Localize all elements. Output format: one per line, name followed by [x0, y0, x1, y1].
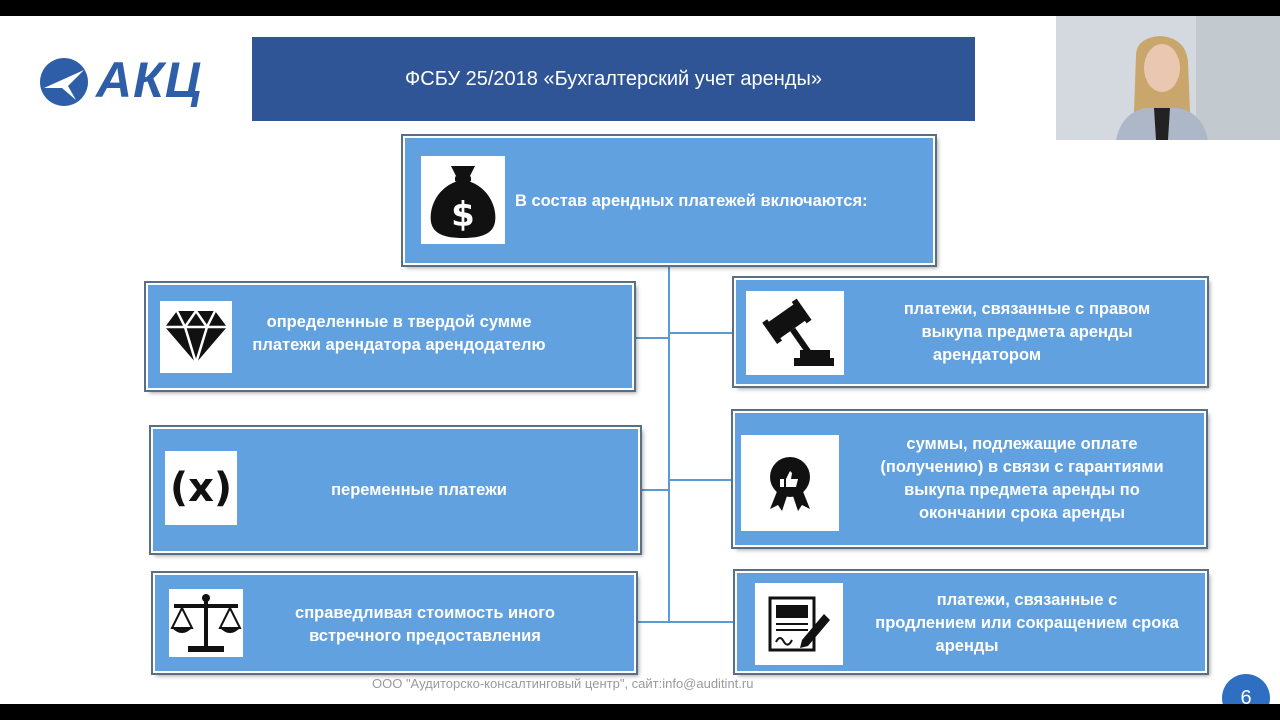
left-box-3: справедливая стоимость иного встречного … — [153, 573, 636, 673]
left-item-2-label: переменные платежи — [251, 479, 587, 502]
right-item-3-line-1: платежи, связанные с — [936, 591, 1118, 609]
right-item-1-line-1: платежи, связанные с правом — [903, 300, 1151, 318]
left-box-1: определенные в твердой сумме платежи аре… — [146, 283, 634, 390]
title-banner: ФСБУ 25/2018 «Бухгалтерский учет аренды» — [252, 37, 975, 121]
right-item-2-label: суммы, подлежащие оплате (получению) в с… — [847, 433, 1197, 525]
letterbox-bottom — [0, 704, 1280, 720]
right-item-1-line-3: арендатором — [932, 346, 1042, 364]
root-label: В состав арендных платежей включаются: — [515, 192, 868, 210]
presentation-slide: АКЦ ФСБУ 25/2018 «Бухгалтерский учет аре… — [0, 16, 1280, 704]
right-item-3-line-2: продлением или сокращением срока — [875, 614, 1179, 632]
letterbox-top — [0, 0, 1280, 16]
page-number-badge: 6 — [1222, 674, 1270, 704]
left-item-1-line-2: платежи арендатора арендодателю — [252, 336, 546, 354]
gavel-icon — [746, 291, 844, 375]
left-box-2: (x) переменные платежи — [151, 427, 640, 553]
left-item-1-line-1: определенные в твердой сумме — [266, 313, 532, 331]
left-item-3-line-2: встречного предоставления — [309, 627, 541, 645]
left-item-2-line-1: переменные платежи — [331, 481, 507, 499]
right-item-3-label: платежи, связанные с продлением или сокр… — [849, 589, 1205, 658]
right-item-2-line-1: суммы, подлежащие оплате — [906, 435, 1138, 453]
right-item-1-label: платежи, связанные с правом выкупа предм… — [864, 298, 1190, 367]
footer-text: ООО "Аудиторско-консалтинговый центр", с… — [372, 676, 754, 691]
logo-plane-icon — [40, 58, 88, 106]
right-item-1-line-2: выкупа предмета аренды — [921, 323, 1133, 341]
slide-title: ФСБУ 25/2018 «Бухгалтерский учет аренды» — [405, 67, 822, 90]
scales-icon — [169, 589, 243, 657]
webcam-video[interactable] — [1056, 16, 1280, 140]
logo-text: АКЦ — [96, 52, 203, 108]
right-item-3-line-3: аренды — [935, 637, 999, 655]
right-box-3: платежи, связанные с продлением или сокр… — [735, 571, 1207, 673]
variable-x-glyph: (x) — [169, 465, 233, 511]
money-bag-icon: $ — [421, 156, 505, 244]
akc-logo: АКЦ — [38, 52, 218, 112]
right-box-2: суммы, подлежащие оплате (получению) в с… — [733, 411, 1206, 547]
left-item-3-line-1: справедливая стоимость иного — [295, 604, 555, 622]
left-item-1-label: определенные в твердой сумме платежи аре… — [238, 311, 560, 357]
right-item-2-line-3: выкупа предмета аренды по — [904, 481, 1140, 499]
right-box-1: платежи, связанные с правом выкупа предм… — [734, 278, 1207, 386]
variable-x-icon: (x) — [165, 451, 237, 525]
presenter-figure-icon — [1056, 16, 1280, 140]
right-item-2-line-4: окончании срока аренды — [918, 504, 1126, 522]
right-item-2-line-2: (получению) в связи с гарантиями — [880, 458, 1164, 476]
award-badge-icon — [741, 435, 839, 531]
contract-sign-icon — [755, 583, 843, 665]
root-box: $ В состав арендных платежей включаются: — [403, 136, 935, 265]
diamond-icon — [160, 301, 232, 373]
svg-text:$: $ — [451, 195, 475, 235]
left-item-3-label: справедливая стоимость иного встречного … — [255, 602, 595, 648]
